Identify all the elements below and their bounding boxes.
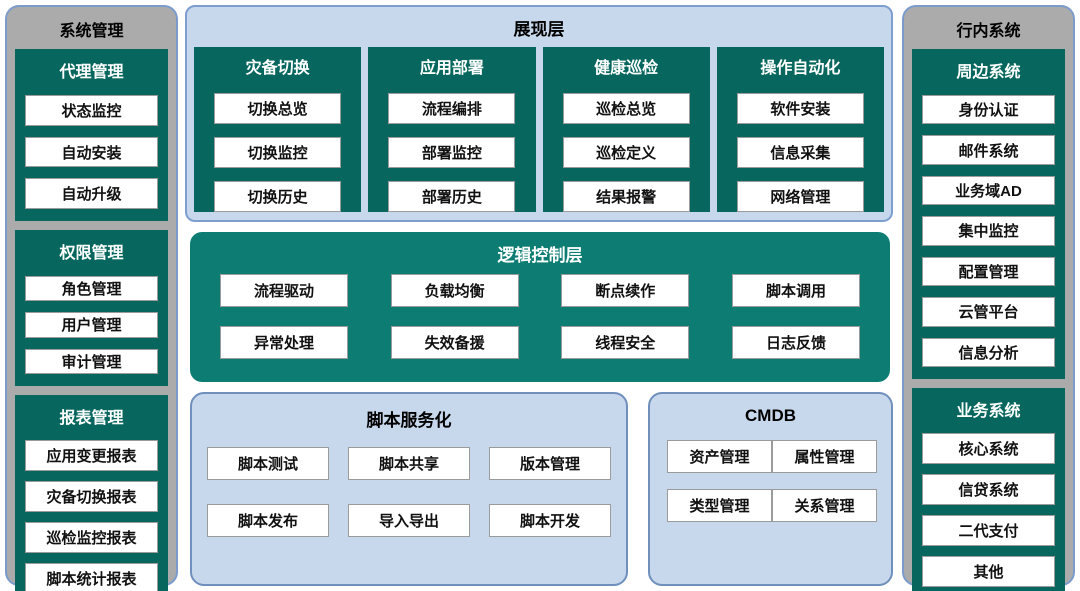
box-relation-management: 关系管理 [772,489,877,522]
box-log-feedback: 日志反馈 [731,326,860,359]
section-business-systems: 业务系统 核心系统 信贷系统 二代支付 其他 [912,388,1065,591]
box-script-sharing: 脚本共享 [348,447,470,480]
box-second-gen-payment: 二代支付 [922,515,1055,546]
box-script-release: 脚本发布 [207,504,329,537]
box-breakpoint-resume: 断点续作 [561,274,690,307]
section-report-management: 报表管理 应用变更报表 灾备切换报表 巡检监控报表 脚本统计报表 [15,395,168,591]
box-others: 其他 [922,556,1055,587]
script-service-panel: 脚本服务化 脚本测试 脚本共享 版本管理 脚本发布 导入导出 脚本开发 [190,392,628,586]
box-exception-handling: 异常处理 [220,326,348,359]
right-column-inbank-systems: 行内系统 周边系统 身份认证 邮件系统 业务域AD 集中监控 配置管理 云管平台… [902,5,1075,591]
box-app-change-report: 应用变更报表 [25,440,158,471]
cmdb-panel: CMDB 资产管理 属性管理 类型管理 关系管理 [648,392,893,586]
presentation-layer-panel: 展现层 灾备切换 切换总览 切换监控 切换历史 应用部署 流程编排 部署监控 部… [185,5,893,222]
box-script-invocation: 脚本调用 [731,274,860,307]
box-dr-switch-report: 灾备切换报表 [25,481,158,512]
left-column-system-management: 系统管理 代理管理 状态监控 自动安装 自动升级 权限管理 角色管理 用户管理 … [5,5,178,591]
box-inspection-overview: 巡检总览 [562,93,690,124]
box-identity-authentication: 身份认证 [922,95,1055,125]
section-title: 权限管理 [59,245,124,262]
box-switch-monitoring: 切换监控 [214,137,342,168]
box-load-balancing: 负载均衡 [390,274,519,307]
group-operation-automation: 操作自动化 软件安装 信息采集 网络管理 [716,47,884,212]
section-permission-management: 权限管理 角色管理 用户管理 审计管理 [15,230,168,386]
group-title: 健康巡检 [594,60,659,77]
box-business-domain-ad: 业务域AD [922,175,1055,206]
box-version-management: 版本管理 [489,447,611,480]
logic-control-layer-panel: 逻辑控制层 流程驱动 负载均衡 断点续作 脚本调用 异常处理 失效备援 线程安全… [190,232,890,382]
box-auto-install: 自动安装 [25,136,158,168]
box-inspection-report: 巡检监控报表 [25,522,158,553]
section-peripheral-systems: 周边系统 身份认证 邮件系统 业务域AD 集中监控 配置管理 云管平台 信息分析 [912,49,1065,379]
section-title: 报表管理 [59,410,124,427]
logic-row-1: 流程驱动 负载均衡 断点续作 脚本调用 [190,274,890,307]
box-script-development: 脚本开发 [489,504,611,537]
box-cloud-management-platform: 云管平台 [922,297,1055,327]
box-user-management: 用户管理 [25,312,158,338]
group-title: 操作自动化 [760,60,841,77]
box-asset-management: 资产管理 [667,440,772,473]
box-mail-system: 邮件系统 [922,135,1055,165]
cmdb-row-2: 类型管理 关系管理 [650,489,891,522]
section-title: 业务系统 [956,403,1021,420]
box-import-export: 导入导出 [348,504,470,537]
group-app-deployment: 应用部署 流程编排 部署监控 部署历史 [368,47,536,212]
box-audit-management: 审计管理 [25,348,158,374]
script-row-2: 脚本发布 导入导出 脚本开发 [192,504,626,537]
section-agent-management: 代理管理 状态监控 自动安装 自动升级 [15,49,168,221]
box-status-monitoring: 状态监控 [25,95,158,126]
box-information-analysis: 信息分析 [922,337,1055,367]
box-switch-history: 切换历史 [214,181,342,212]
presentation-layer-title: 展现层 [513,20,565,39]
presentation-layer-groups: 灾备切换 切换总览 切换监控 切换历史 应用部署 流程编排 部署监控 部署历史 … [187,47,891,212]
box-info-collection: 信息采集 [736,137,864,168]
box-deploy-history: 部署历史 [388,181,516,212]
box-credit-system: 信贷系统 [922,474,1055,505]
left-column-title: 系统管理 [59,23,124,40]
script-service-title: 脚本服务化 [366,411,452,430]
box-deploy-monitoring: 部署监控 [388,137,516,168]
box-thread-safety: 线程安全 [561,326,690,359]
cmdb-row-1: 资产管理 属性管理 [650,440,891,473]
box-inspection-definition: 巡检定义 [562,137,690,168]
box-core-system: 核心系统 [922,433,1055,464]
box-process-orchestration: 流程编排 [388,93,516,124]
group-health-inspection: 健康巡检 巡检总览 巡检定义 结果报警 [542,47,710,212]
box-script-testing: 脚本测试 [207,447,329,480]
box-switch-overview: 切换总览 [214,93,342,124]
box-config-management: 配置管理 [922,256,1055,287]
box-process-driven: 流程驱动 [220,274,348,307]
cmdb-title: CMDB [745,406,796,425]
box-centralized-monitoring: 集中监控 [922,216,1055,246]
box-attribute-management: 属性管理 [772,440,877,473]
box-type-management: 类型管理 [667,489,772,522]
box-software-install: 软件安装 [736,93,864,124]
box-role-management: 角色管理 [25,276,158,302]
box-result-alert: 结果报警 [562,181,690,212]
box-failover-backup: 失效备援 [390,326,519,359]
right-column-title: 行内系统 [956,23,1021,40]
box-script-stats-report: 脚本统计报表 [25,563,158,591]
script-row-1: 脚本测试 脚本共享 版本管理 [192,447,626,480]
group-title: 应用部署 [419,60,484,77]
logic-control-layer-title: 逻辑控制层 [497,246,583,265]
group-title: 灾备切换 [245,60,310,77]
logic-row-2: 异常处理 失效备援 线程安全 日志反馈 [190,326,890,359]
group-disaster-recovery-switch: 灾备切换 切换总览 切换监控 切换历史 [194,47,362,212]
box-network-management: 网络管理 [736,181,864,212]
box-auto-upgrade: 自动升级 [25,178,158,210]
section-title: 周边系统 [956,64,1021,81]
section-title: 代理管理 [59,64,124,81]
